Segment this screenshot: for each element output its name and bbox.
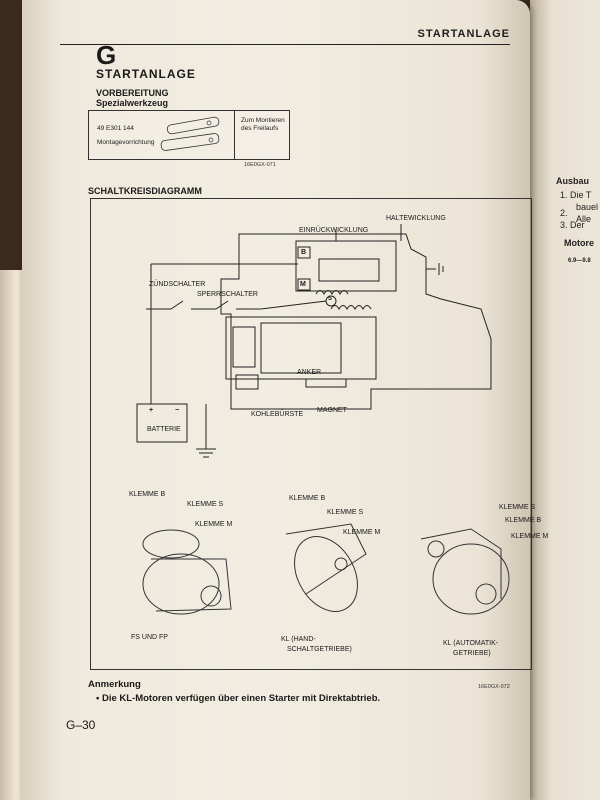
brush-box	[235, 374, 259, 390]
figure-code: 16E0GX-072	[478, 684, 510, 690]
next-page-spec: 6.9—9.8	[568, 258, 591, 264]
note-text: • Die KL-Motoren verfügen über einen Sta…	[96, 693, 380, 704]
next-page-line: 3. Der	[560, 220, 585, 230]
leader-line	[311, 224, 402, 241]
plunger	[318, 258, 380, 282]
page-number: G–30	[66, 718, 96, 732]
label-armature: ANKER	[297, 369, 322, 376]
solenoid-box	[295, 240, 397, 292]
starter1-terminal-s: KLEMME S	[187, 501, 224, 508]
motor-body	[225, 316, 377, 380]
preparation-heading: VORBEREITUNG	[96, 88, 169, 98]
starter2-caption: SCHALTGETRIEBE)	[287, 646, 352, 653]
next-page: Ausbau 1. Die T bauel Alle 2. 3. Der Mot…	[530, 0, 600, 800]
page-header: STARTANLAGE	[60, 28, 510, 45]
starter3-terminal-s: KLEMME S	[499, 504, 536, 511]
label-brush: KOHLEBÜRSTE	[251, 411, 304, 418]
battery-box	[136, 403, 188, 443]
ground-terminal	[426, 263, 444, 275]
armature-block	[260, 322, 342, 374]
tool-name: Montagevorrichtung	[97, 139, 155, 146]
wire-switches	[146, 300, 327, 310]
commutator	[232, 326, 256, 368]
circuit-diagram-frame: EINRÜCKWICKLUNG HALTEWICKLUNG B M S ZÜND…	[90, 198, 548, 670]
next-page-line: 1. Die T	[560, 190, 592, 200]
starter3-terminal-b: KLEMME B	[505, 517, 542, 524]
special-tool-table: 49 E301 144 Montagevorrichtung Zum Monti…	[88, 110, 290, 160]
circuit-diagram	[136, 224, 510, 615]
note-bullet: •	[96, 693, 100, 704]
header-title: STARTANLAGE	[417, 28, 510, 40]
starter2-terminal-m: KLEMME M	[343, 529, 381, 536]
starter1-caption: FS UND FP	[131, 634, 168, 641]
label-hold-winding: HALTEWICKLUNG	[386, 215, 446, 222]
note-body: Die KL-Motoren verfügen über einen Start…	[101, 693, 381, 704]
winding-coil	[330, 305, 372, 311]
starter3-caption: KL (AUTOMATIK-	[443, 640, 499, 647]
terminal-b-label: B	[301, 249, 307, 256]
label-pull-in-winding: EINRÜCKWICKLUNG	[299, 227, 369, 234]
next-page-line: Alle	[576, 214, 592, 224]
ground-symbol	[196, 448, 216, 458]
starter2-terminal-b: KLEMME B	[289, 495, 326, 502]
circuit-heading: SCHALTKREISDIAGRAMM	[88, 186, 202, 196]
label-ignition-switch: ZÜNDSCHALTER	[149, 281, 206, 288]
tool-purpose: Zum Montieren	[241, 117, 285, 124]
page-title: STARTANLAGE	[96, 67, 196, 81]
starter3-terminal-m: KLEMME M	[511, 533, 549, 540]
terminal-b-box	[297, 246, 311, 259]
terminal-s-label: S	[328, 296, 333, 302]
label-lock-switch: SPERRSCHALTER	[197, 291, 258, 298]
tool-illustration	[160, 116, 220, 151]
tool-purpose: des Freilaufs	[241, 125, 279, 132]
tool-cell: 49 E301 144 Montagevorrichtung	[89, 111, 235, 159]
tool-number: 49 E301 144	[97, 125, 134, 132]
next-page-heading: Ausbau	[556, 176, 590, 186]
magnet-bar	[305, 378, 347, 388]
starter-housing-outline	[220, 233, 492, 410]
terminal-m-label: M	[300, 281, 306, 288]
label-magnet: MAGNET	[317, 407, 347, 414]
battery-minus: −	[175, 407, 180, 414]
special-tool-heading: Spezialwerkzeug	[96, 98, 169, 108]
section-letter: G	[96, 40, 117, 70]
winding-coil	[315, 290, 349, 296]
next-page-heading: Motore	[564, 238, 594, 248]
battery-plus: +	[149, 407, 154, 414]
label-battery: BATTERIE	[147, 426, 181, 433]
next-page-line: 2.	[560, 208, 568, 218]
note-title: Anmerkung	[88, 679, 141, 690]
manual-page	[22, 0, 530, 800]
figure-code: 16E0GX-071	[244, 162, 276, 168]
starter1-terminal-b: KLEMME B	[129, 491, 166, 498]
starter2-caption: KL (HAND-	[281, 636, 316, 643]
next-page-line: bauel	[576, 202, 599, 212]
starter1-terminal-m: KLEMME M	[195, 521, 233, 528]
starter3-caption: GETRIEBE)	[453, 650, 491, 657]
starter2-terminal-s: KLEMME S	[327, 509, 364, 516]
starter-illustrations	[142, 523, 510, 615]
terminal-m-box	[297, 278, 311, 291]
